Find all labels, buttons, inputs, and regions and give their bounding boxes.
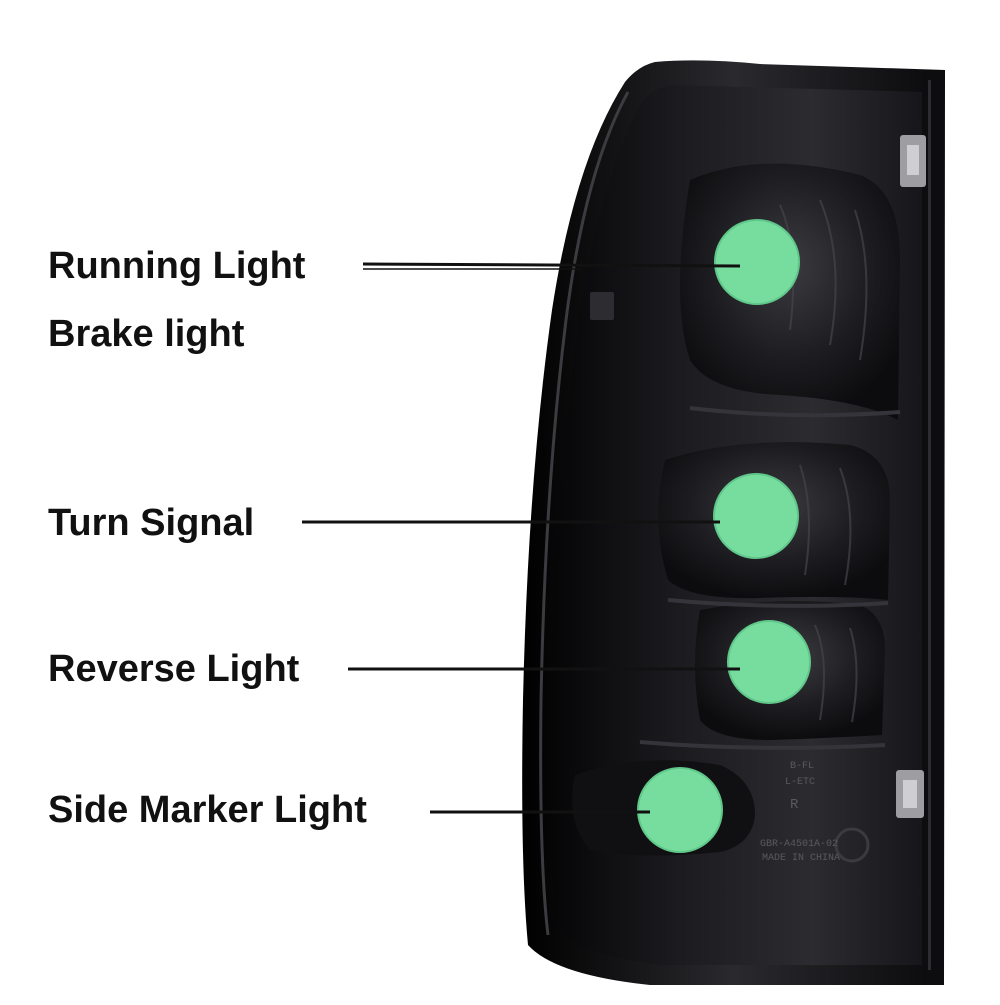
divider-ridge-1: [689, 406, 901, 418]
housing-code-2: L-ETC: [785, 777, 816, 788]
brake-light-label: Brake light: [48, 313, 245, 355]
housing-code-1: B-FL: [790, 761, 815, 772]
running-light-label: Running Light: [48, 245, 306, 287]
bulb-reverse: [727, 620, 811, 704]
flange-highlight: [928, 80, 931, 970]
turn-signal-label: Turn Signal: [48, 502, 255, 544]
reverse-light-label: Reverse Light: [48, 648, 300, 690]
housing-origin: MADE IN CHINA: [762, 853, 841, 864]
molded-circle-mark: [834, 827, 870, 863]
bulb-turn-signal: [713, 473, 799, 559]
divider-ridge-2: [667, 598, 889, 608]
housing-part-number: GBR-A4501A-02: [760, 839, 839, 850]
reflector-ribs: [779, 199, 868, 723]
bulb-side-marker: [637, 767, 723, 853]
callout-line-running: [362, 262, 741, 268]
bulb-markers: [637, 219, 811, 853]
bulb-running-brake: [714, 219, 800, 305]
divider-ridge-3: [639, 740, 886, 750]
housing-side-mark: R: [790, 797, 799, 813]
side-marker-light-label: Side Marker Light: [48, 789, 367, 831]
mounting-clip-top: [900, 135, 926, 187]
callout-lines: [302, 262, 741, 814]
edge-highlight: [539, 91, 630, 936]
side-tab: [590, 292, 614, 320]
housing-flange: [922, 70, 944, 985]
mounting-clip-bottom: [896, 770, 924, 818]
